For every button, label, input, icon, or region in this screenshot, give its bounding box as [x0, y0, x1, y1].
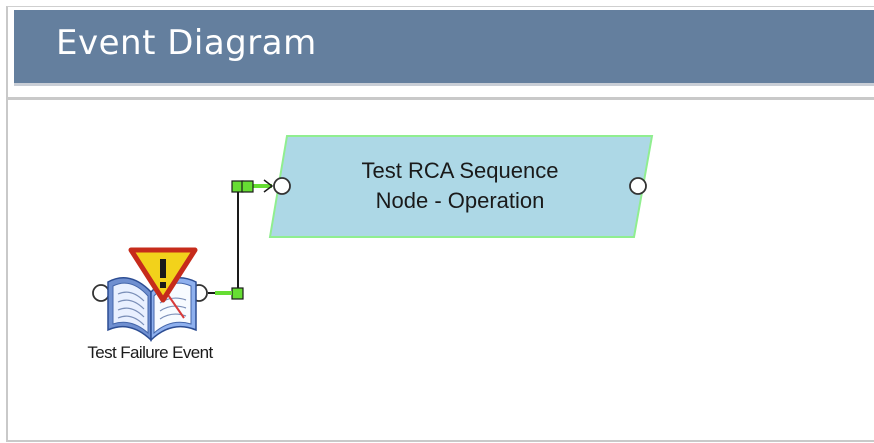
- connection-handle-bottom[interactable]: [231, 287, 244, 300]
- connection-handle-top[interactable]: [231, 180, 244, 193]
- failure-event-label[interactable]: Test Failure Event: [87, 343, 213, 362]
- sequence-node-label[interactable]: Test RCA Sequence Node - Operation: [310, 156, 610, 216]
- connection-handle-top-inner: [241, 180, 254, 193]
- panel-title: Event Diagram: [56, 23, 317, 63]
- sequence-node-label-line1: Test RCA Sequence: [361, 158, 559, 183]
- sequence-node-label-line2: Node - Operation: [375, 188, 545, 213]
- sequence-node-output-port[interactable]: [629, 177, 647, 195]
- sequence-node-input-port[interactable]: [273, 177, 291, 195]
- connection-line[interactable]: [208, 185, 272, 294]
- panel-header: Event Diagram: [14, 10, 874, 86]
- failure-event-input-port[interactable]: [92, 284, 110, 302]
- arrowhead-icon: [263, 179, 274, 193]
- panel-border: [6, 6, 874, 442]
- header-divider: [6, 97, 874, 100]
- sequence-node-shape[interactable]: [268, 135, 654, 238]
- failure-event-icon[interactable]: [107, 247, 198, 342]
